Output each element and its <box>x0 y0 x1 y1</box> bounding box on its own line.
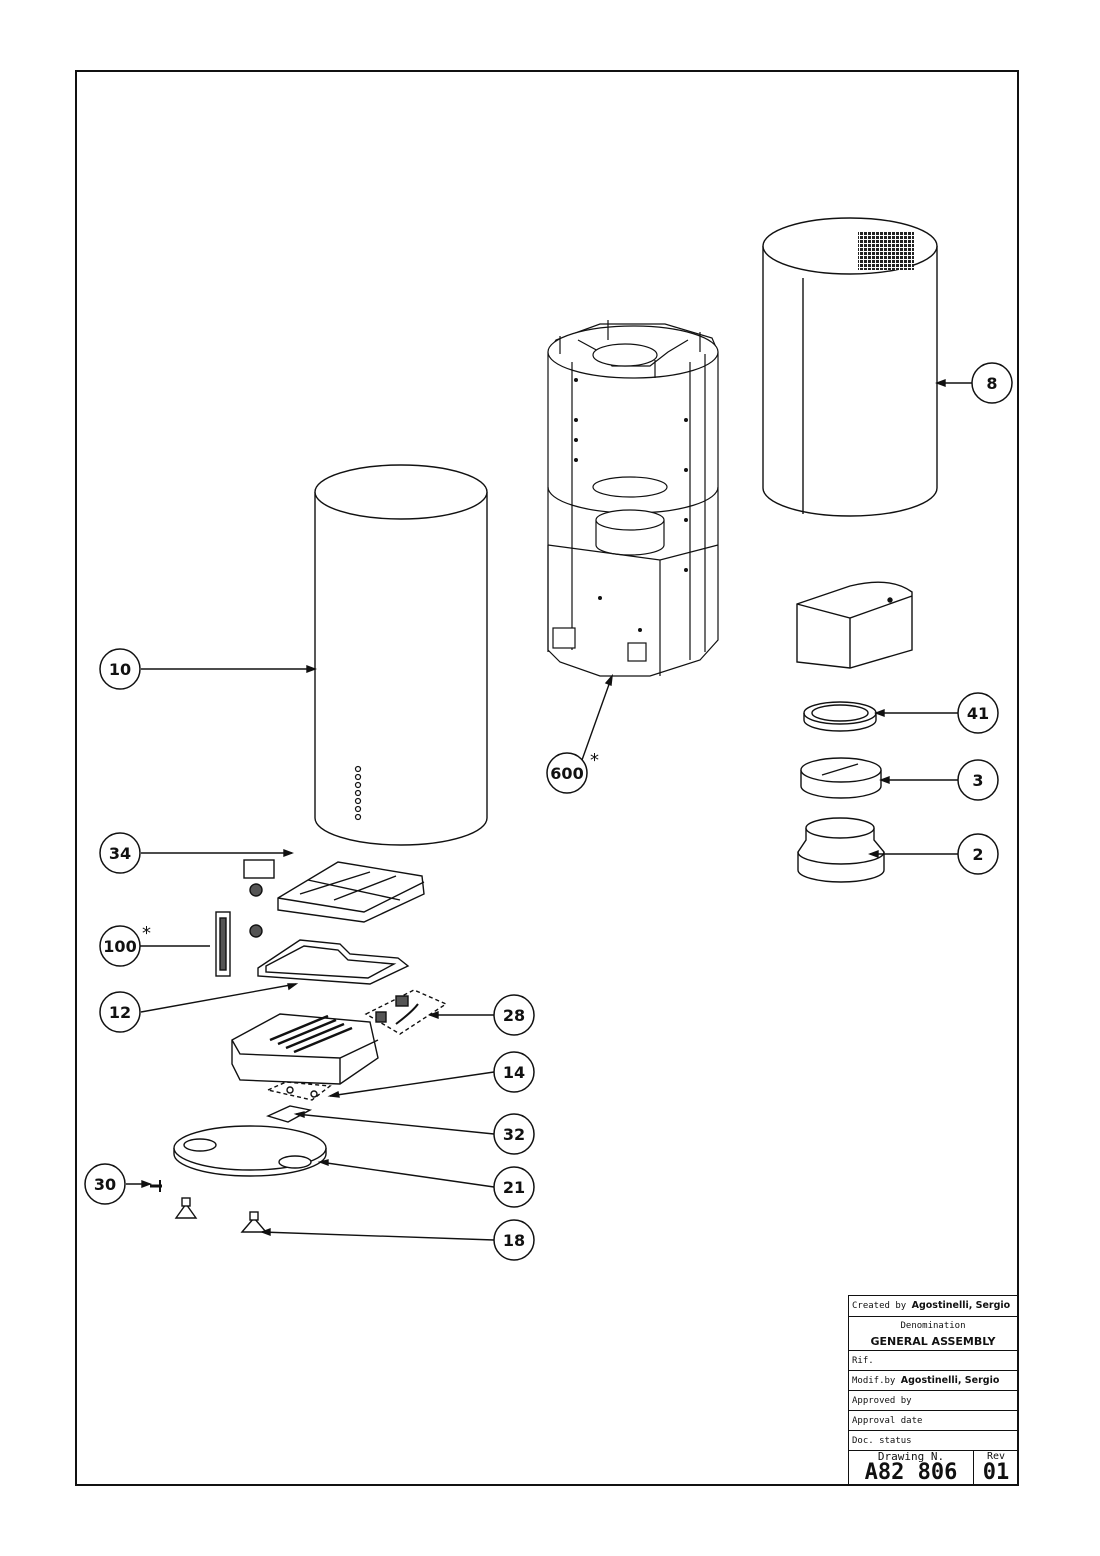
part-21-bottom-ring <box>173 1125 327 1177</box>
callout-12: 12 <box>99 991 141 1033</box>
tb-created-by-label: Created by <box>852 1301 907 1311</box>
tb-drawing-n-value: A82 806 <box>864 1460 958 1485</box>
callout-10: 10 <box>99 648 141 690</box>
svg-text:14: 14 <box>503 1063 525 1082</box>
callout-32: 32 <box>493 1113 535 1155</box>
part-small-bracket <box>243 859 275 938</box>
tb-created-by-name: Agostinelli, Sergio <box>911 1300 1011 1311</box>
svg-text:3: 3 <box>972 771 983 790</box>
drawing-frame <box>75 70 1019 1486</box>
part-30-screw <box>150 1180 162 1192</box>
tb-rif-row: Rif. <box>849 1350 1017 1371</box>
callout-14: 14 <box>493 1051 535 1093</box>
tb-modif-by-label: Modif.by <box>852 1376 896 1386</box>
part-grease-filter <box>277 861 425 923</box>
part-10-lower-chimney <box>314 464 488 846</box>
spare-part-star-600: * <box>590 750 599 771</box>
callout-3: 3 <box>957 759 999 801</box>
tb-denomination-value: GENERAL ASSEMBLY <box>870 1335 996 1348</box>
part-32-bracket <box>266 1105 313 1123</box>
title-block: Created by Agostinelli, Sergio Denominat… <box>848 1295 1018 1485</box>
part-2-reducer <box>797 817 885 883</box>
tb-modif-row: Modif.by Agostinelli, Sergio <box>849 1370 1017 1391</box>
part-12-filter-plate <box>257 939 410 985</box>
callout-21: 21 <box>493 1166 535 1208</box>
part-motor-box <box>796 581 913 669</box>
part-3-damper-ring <box>800 757 882 799</box>
svg-text:30: 30 <box>94 1175 116 1194</box>
tb-rev-cell: Rev 01 <box>973 1451 1018 1485</box>
part-14-spacers <box>265 1081 332 1101</box>
callout-600: 600 * <box>546 750 599 794</box>
tb-drawing-number-row: Drawing N. A82 806 Rev 01 <box>849 1450 1018 1485</box>
tb-doc-status-row: Doc. status <box>849 1430 1017 1451</box>
part-100-control-switch <box>215 911 231 977</box>
part-8-upper-chimney <box>762 217 938 517</box>
part-28-cable-clip-group <box>364 989 448 1035</box>
leader-lines <box>126 378 972 1241</box>
tb-denomination-row: Denomination GENERAL ASSEMBLY <box>849 1316 1017 1350</box>
tb-rev-label: Rev <box>986 1451 1006 1462</box>
svg-text:21: 21 <box>503 1178 525 1197</box>
tb-modif-by-name: Agostinelli, Sergio <box>900 1375 1000 1386</box>
callout-28: 28 <box>493 994 535 1036</box>
callout-41: 41 <box>957 692 999 734</box>
callout-18: 18 <box>493 1219 535 1261</box>
tb-rif-label: Rif. <box>852 1356 874 1366</box>
callout-2: 2 <box>957 833 999 875</box>
svg-text:28: 28 <box>503 1006 525 1025</box>
tb-approval-date-row: Approval date <box>849 1410 1017 1431</box>
part-600-chassis-frame <box>547 320 719 677</box>
tb-approval-date-label: Approval date <box>852 1416 923 1426</box>
tb-approved-by-label: Approved by <box>852 1396 912 1406</box>
part-41-flange-ring <box>803 701 877 732</box>
tb-doc-status-label: Doc. status <box>852 1436 912 1446</box>
callout-8: 8 <box>971 362 1013 404</box>
svg-text:10: 10 <box>109 660 131 679</box>
svg-text:34: 34 <box>109 844 131 863</box>
part-base-body <box>231 1013 379 1085</box>
part-18-halogen-lamps <box>174 1197 268 1233</box>
svg-text:12: 12 <box>109 1003 131 1022</box>
svg-text:32: 32 <box>503 1125 525 1144</box>
tb-drawing-n-label: Drawing N. <box>877 1450 945 1463</box>
svg-text:41: 41 <box>967 704 989 723</box>
tb-approved-by-row: Approved by <box>849 1390 1017 1411</box>
callout-100: 100 * <box>99 923 210 967</box>
svg-text:18: 18 <box>503 1231 525 1250</box>
tb-created-by-row: Created by Agostinelli, Sergio <box>849 1296 1017 1316</box>
tb-drawing-number-cell: Drawing N. A82 806 <box>849 1451 973 1485</box>
svg-text:600: 600 <box>550 764 583 783</box>
tb-denomination-label: Denomination <box>900 1321 966 1331</box>
tb-rev-value: 01 <box>982 1460 1010 1485</box>
svg-text:2: 2 <box>972 845 983 864</box>
spare-part-star-100: * <box>142 923 151 944</box>
callout-30: 30 <box>84 1163 126 1205</box>
svg-text:100: 100 <box>103 937 136 956</box>
callout-34: 34 <box>99 832 141 874</box>
svg-text:8: 8 <box>986 374 997 393</box>
